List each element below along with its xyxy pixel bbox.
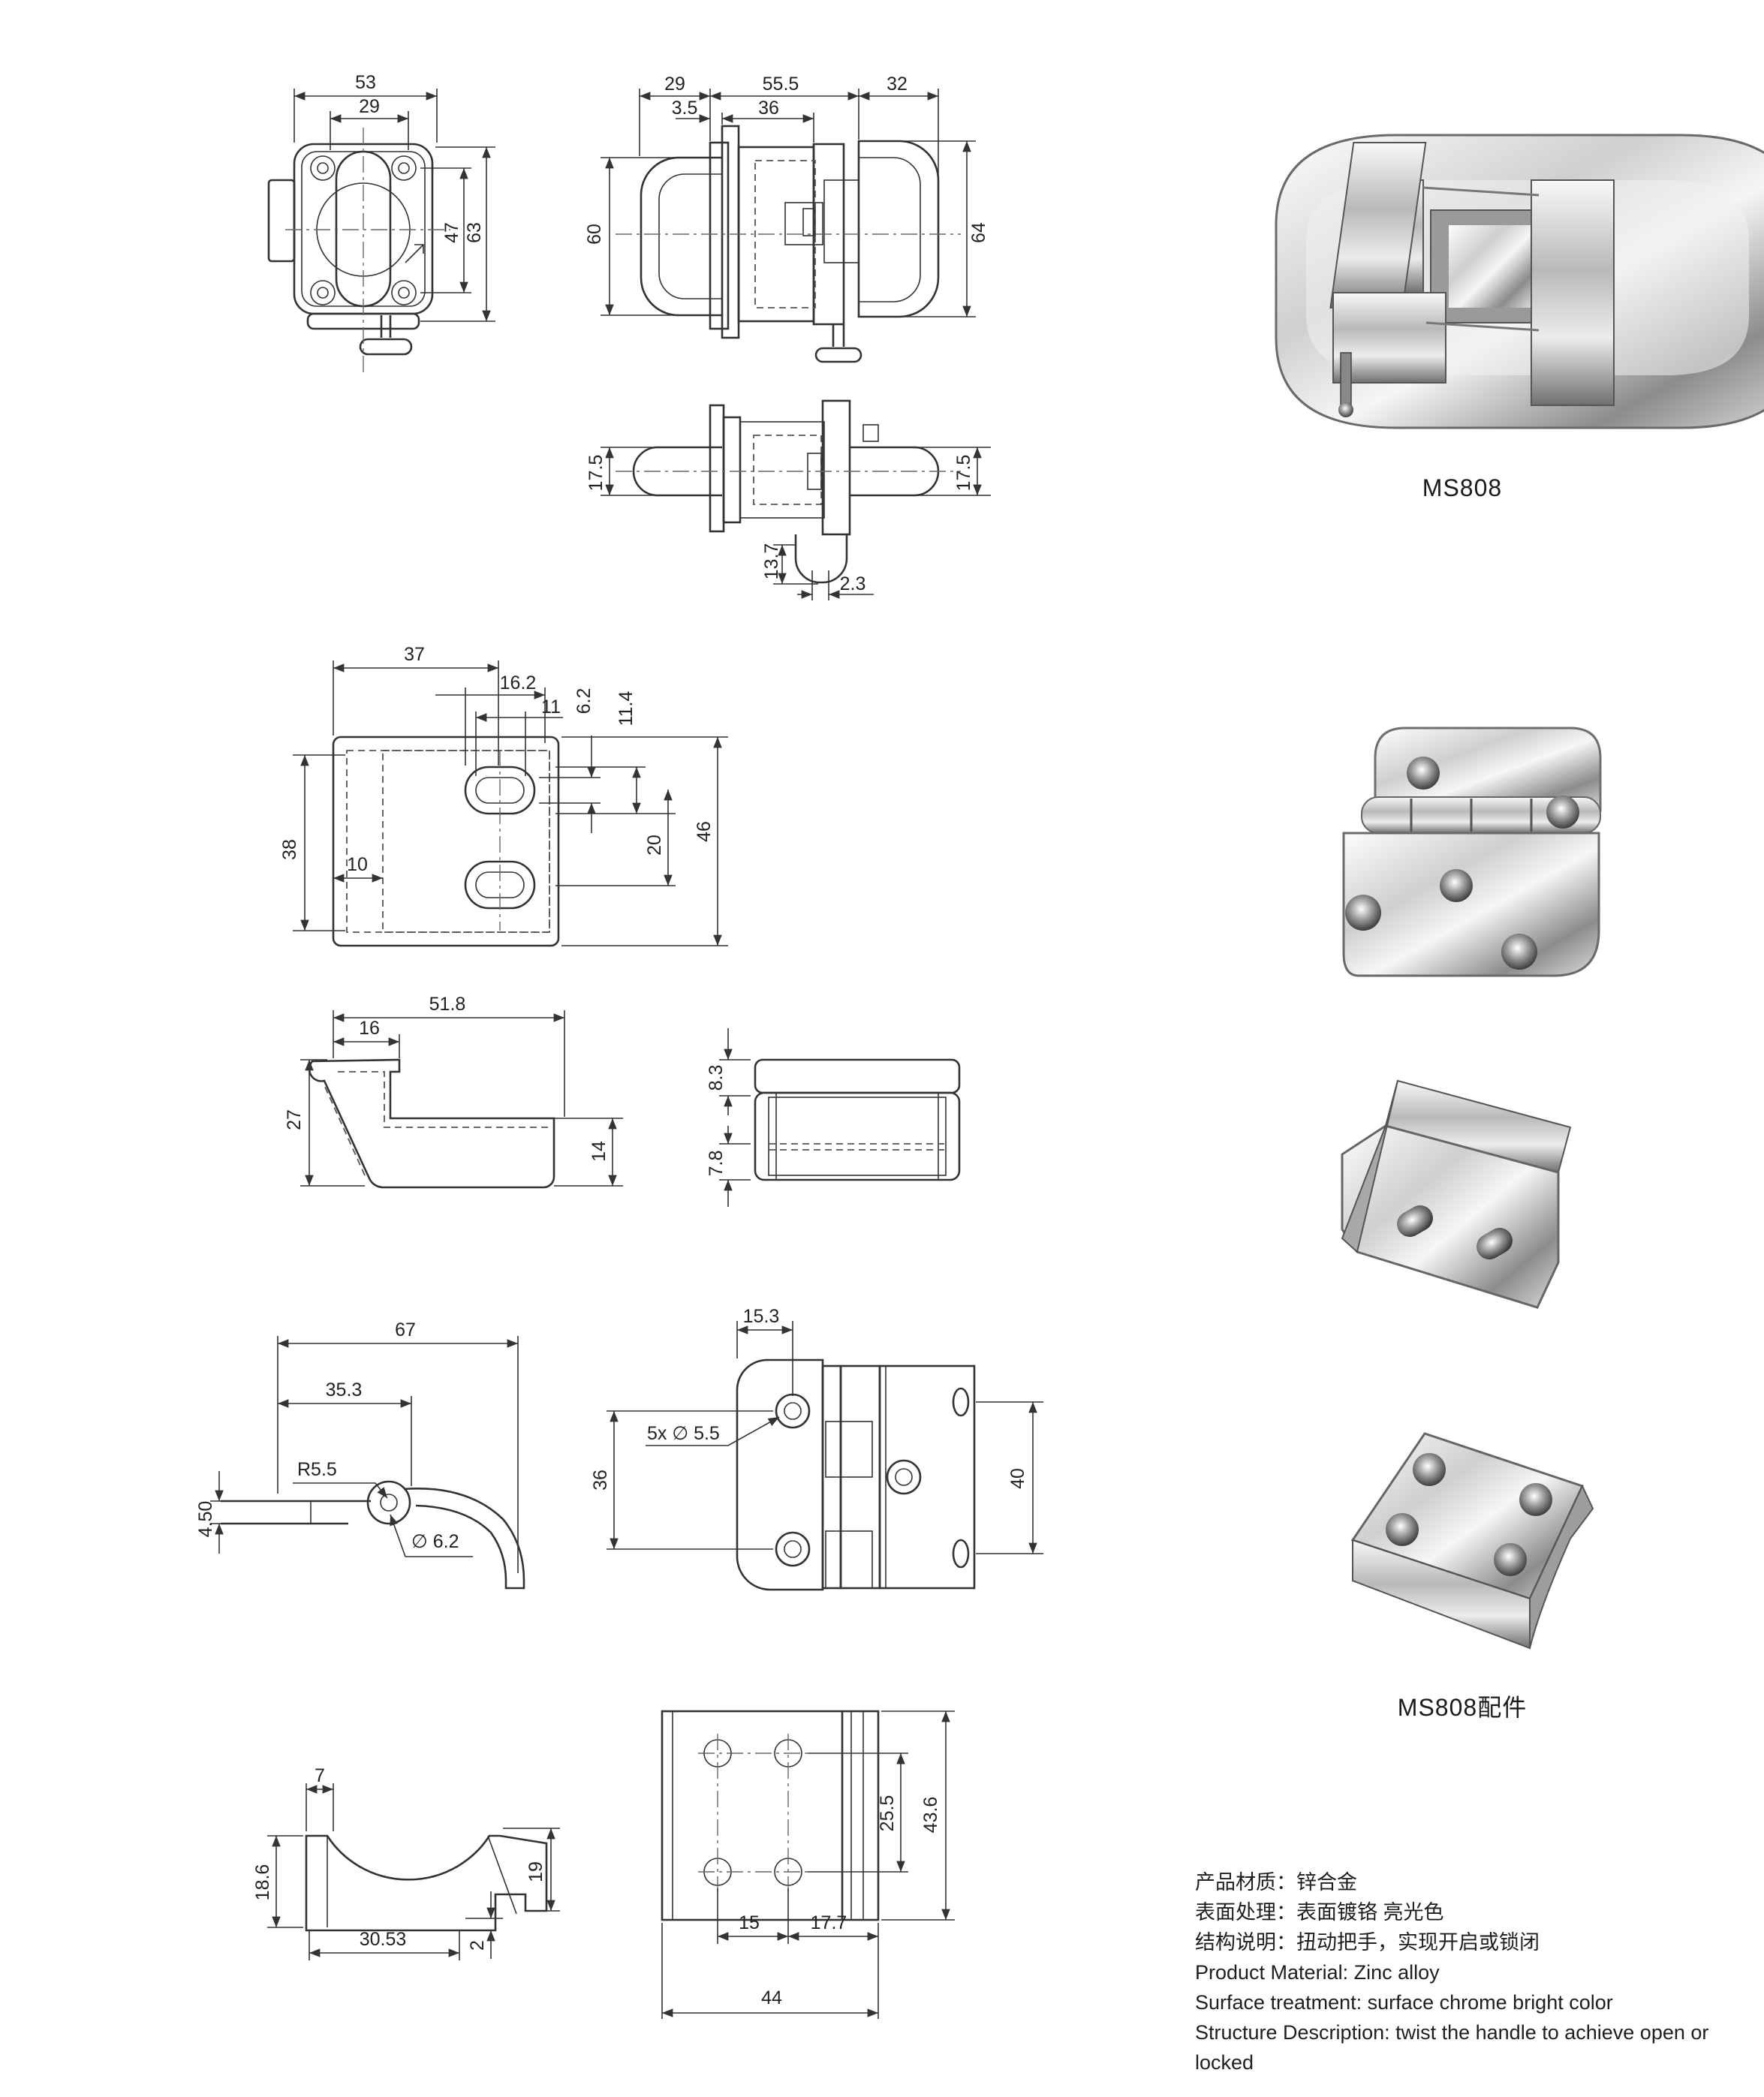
dim-latch-67: 67 xyxy=(395,1319,416,1340)
latch-side-view: 67 35.3 R5.5 4.50 ∅ 6.2 xyxy=(195,1319,525,1590)
hinge-front-view: 15.3 5x ∅ 5.5 36 40 xyxy=(590,1306,1043,1591)
dim-bracket-11-4: 11.4 xyxy=(616,691,637,727)
dim-bottom-17-5-left: 17.5 xyxy=(585,455,607,492)
dim-bracket-10: 10 xyxy=(347,854,368,875)
dim-saddle-30-53: 30.53 xyxy=(360,1929,407,1950)
bracket-profile-view: 51.8 16 27 14 xyxy=(284,994,623,1189)
dim-hinge-15-3: 15.3 xyxy=(743,1306,780,1327)
dim-bracket-11: 11 xyxy=(541,696,561,718)
dim-hinge-40: 40 xyxy=(1007,1468,1028,1489)
plate-holes xyxy=(698,1734,808,1891)
dim-side-64: 64 xyxy=(968,222,989,243)
hinge-part-photo xyxy=(1342,727,1602,977)
caption-ms808: MS808 xyxy=(1422,474,1502,501)
dim-side-32: 32 xyxy=(887,74,908,95)
spec-structure-en: Structure Description: twist the handle … xyxy=(1195,2021,1709,2074)
dim-plate-17-7: 17.7 xyxy=(811,1912,847,1933)
dim-front-29: 29 xyxy=(359,96,380,117)
dim-hinge-holes: 5x ∅ 5.5 xyxy=(647,1423,720,1444)
dim-latch-35-3: 35.3 xyxy=(326,1379,363,1401)
dim-latch-4-50: 4.50 xyxy=(195,1501,216,1538)
dim-bottom-2-3: 2.3 xyxy=(840,573,866,594)
caption-ms808-parts: MS808配件 xyxy=(1398,1694,1527,1721)
lock-side-view: 29 55.5 32 3.5 36 60 64 xyxy=(584,74,989,363)
dim-bracket-38: 38 xyxy=(279,839,300,860)
dim-saddle-2: 2 xyxy=(467,1940,488,1951)
spec-surface-cn: 表面处理：表面镀铬 亮光色 xyxy=(1195,1901,1444,1924)
dim-saddle-19: 19 xyxy=(525,1861,546,1882)
dim-profile-14: 14 xyxy=(589,1141,610,1162)
lock-bottom-view: 17.5 17.5 13.7 2.3 xyxy=(585,399,991,600)
spec-surface-en: Surface treatment: surface chrome bright… xyxy=(1195,1991,1613,2014)
dim-plate-43-6: 43.6 xyxy=(920,1797,941,1834)
dim-side-36: 36 xyxy=(758,98,779,119)
saddle-side-view: 7 18.6 19 30.53 2 xyxy=(252,1765,560,1960)
dim-plate-44: 44 xyxy=(761,1987,782,2008)
dim-side-55-5: 55.5 xyxy=(763,74,799,95)
dim-bracket-46: 46 xyxy=(694,821,715,842)
dim-front-53: 53 xyxy=(355,72,376,93)
bracket-part-photo xyxy=(1341,1079,1572,1309)
dim-profile-27: 27 xyxy=(284,1109,305,1130)
dim-side-29: 29 xyxy=(664,74,685,95)
dim-end-8-3: 8.3 xyxy=(706,1065,727,1091)
dim-bottom-17-5-right: 17.5 xyxy=(953,455,974,492)
dim-saddle-18-6: 18.6 xyxy=(252,1864,273,1901)
dim-bracket-16-2: 16.2 xyxy=(500,672,537,693)
spec-material-en: Product Material: Zinc alloy xyxy=(1195,1961,1440,1984)
dim-bracket-37: 37 xyxy=(404,644,425,665)
dim-front-63: 63 xyxy=(464,222,485,243)
dim-hinge-36: 36 xyxy=(590,1470,611,1491)
dim-latch-r5-5: R5.5 xyxy=(297,1459,337,1480)
dim-side-60: 60 xyxy=(584,224,605,245)
dim-plate-15: 15 xyxy=(739,1912,760,1933)
spec-structure-cn: 结构说明：扭动把手，实现开启或锁闭 xyxy=(1195,1931,1540,1954)
dim-profile-51-8: 51.8 xyxy=(429,994,466,1015)
dim-saddle-7: 7 xyxy=(315,1765,325,1786)
dim-bracket-20: 20 xyxy=(644,835,665,856)
dim-latch-dia-6-2: ∅ 6.2 xyxy=(411,1531,459,1552)
dim-plate-25-5: 25.5 xyxy=(877,1795,898,1832)
dim-side-3-5: 3.5 xyxy=(672,98,698,119)
bracket-end-view: 8.3 7.8 xyxy=(706,1028,961,1207)
ms808-lock-photo xyxy=(1275,134,1764,429)
product-specifications: 产品材质：锌合金 表面处理：表面镀铬 亮光色 结构说明：扭动把手，实现开启或锁闭… xyxy=(1195,1867,1750,2077)
spec-material-cn: 产品材质：锌合金 xyxy=(1195,1871,1357,1894)
lock-front-view: 53 29 47 63 xyxy=(267,72,495,375)
bracket-plan-view: 37 16.2 11 6.2 11.4 20 46 38 10 xyxy=(279,644,728,947)
plate-front-view: 25.5 43.6 15 17.7 44 xyxy=(661,1710,955,2019)
dim-bottom-13-7: 13.7 xyxy=(761,543,782,580)
dim-front-47: 47 xyxy=(441,222,462,243)
plate-part-photo xyxy=(1350,1432,1594,1650)
dim-end-7-8: 7.8 xyxy=(706,1151,727,1177)
dim-bracket-6-2: 6.2 xyxy=(573,688,595,715)
dim-profile-16: 16 xyxy=(359,1018,380,1039)
